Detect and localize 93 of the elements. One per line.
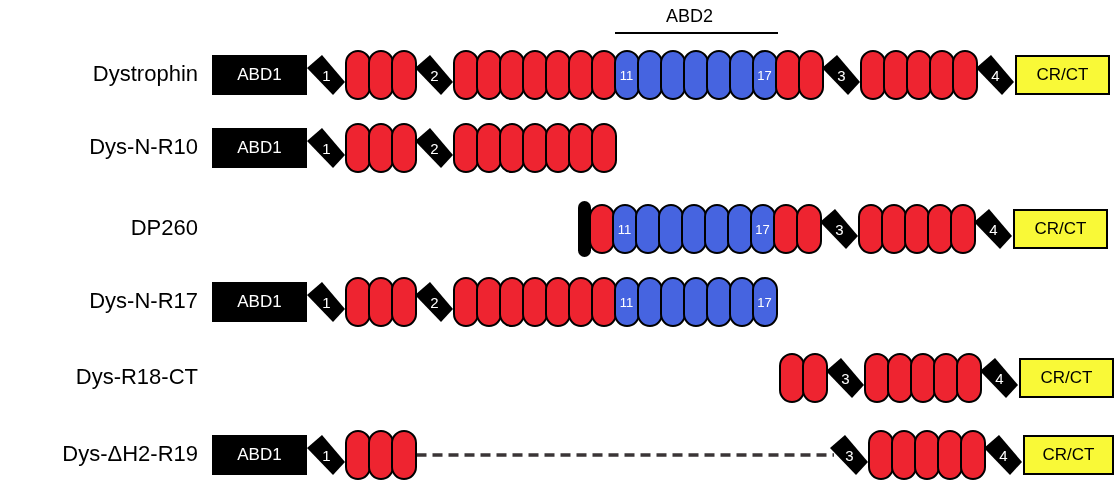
spectrin-repeat [703, 204, 730, 254]
spectrin-repeat [859, 50, 886, 100]
spectrin-repeat [905, 50, 932, 100]
spectrin-repeat [705, 50, 732, 100]
spectrin-repeat [390, 123, 417, 173]
spectrin-repeat [452, 277, 479, 327]
domain-box: CR/CT [1023, 435, 1114, 475]
spectrin-repeat [636, 50, 663, 100]
spectrin-repeat [882, 50, 909, 100]
region-label: ABD2 [666, 6, 714, 27]
spectrin-repeat [890, 430, 917, 480]
spectrin-repeat [913, 430, 940, 480]
spectrin-repeat [795, 204, 822, 254]
spectrin-repeat [498, 50, 525, 100]
terminal-cap [578, 201, 591, 257]
spectrin-repeat [932, 353, 959, 403]
spectrin-repeat [590, 50, 617, 100]
spectrin-repeat [590, 277, 617, 327]
spectrin-repeat [772, 204, 799, 254]
spectrin-repeat [475, 123, 502, 173]
spectrin-repeat [880, 204, 907, 254]
spectrin-repeat [367, 123, 394, 173]
spectrin-repeat [367, 50, 394, 100]
spectrin-repeat [682, 50, 709, 100]
spectrin-repeat [659, 50, 686, 100]
spectrin-repeat [521, 123, 548, 173]
spectrin-repeat [951, 50, 978, 100]
spectrin-repeat: 17 [751, 50, 778, 100]
spectrin-repeat [955, 353, 982, 403]
deletion-line [416, 453, 834, 457]
spectrin-repeat [867, 430, 894, 480]
domain-box: CR/CT [1015, 55, 1110, 95]
spectrin-repeat: 11 [613, 50, 640, 100]
spectrin-repeat [498, 277, 525, 327]
spectrin-repeat [344, 277, 371, 327]
spectrin-repeat [498, 123, 525, 173]
spectrin-repeat [928, 50, 955, 100]
spectrin-repeat [567, 50, 594, 100]
construct-name: Dys-ΔH2-R19 [62, 441, 198, 467]
spectrin-repeat [949, 204, 976, 254]
spectrin-repeat: 11 [611, 204, 638, 254]
construct-name: Dys-N-R17 [89, 288, 198, 314]
spectrin-repeat [801, 353, 828, 403]
domain-box: CR/CT [1019, 358, 1114, 398]
spectrin-repeat: 17 [751, 277, 778, 327]
spectrin-repeat [567, 123, 594, 173]
spectrin-repeat [521, 50, 548, 100]
spectrin-repeat [521, 277, 548, 327]
spectrin-repeat [475, 277, 502, 327]
spectrin-repeat: 17 [749, 204, 776, 254]
spectrin-repeat [857, 204, 884, 254]
spectrin-repeat [659, 277, 686, 327]
spectrin-repeat [682, 277, 709, 327]
construct-name: DP260 [130, 215, 198, 241]
spectrin-repeat [344, 50, 371, 100]
construct-name: Dys-R18-CT [75, 364, 198, 390]
domain-box: CR/CT [1013, 209, 1108, 249]
spectrin-repeat [367, 430, 394, 480]
spectrin-repeat [728, 277, 755, 327]
spectrin-repeat [590, 123, 617, 173]
spectrin-repeat [390, 277, 417, 327]
spectrin-repeat: 11 [613, 277, 640, 327]
construct-name: Dys-N-R10 [89, 134, 198, 160]
spectrin-repeat [634, 204, 661, 254]
spectrin-repeat [926, 204, 953, 254]
spectrin-repeat [959, 430, 986, 480]
spectrin-repeat [726, 204, 753, 254]
spectrin-repeat [936, 430, 963, 480]
spectrin-repeat [544, 123, 571, 173]
spectrin-repeat [475, 50, 502, 100]
spectrin-repeat [903, 204, 930, 254]
spectrin-repeat [567, 277, 594, 327]
spectrin-repeat [636, 277, 663, 327]
spectrin-repeat [344, 430, 371, 480]
spectrin-repeat [452, 123, 479, 173]
spectrin-repeat [778, 353, 805, 403]
spectrin-repeat [544, 277, 571, 327]
spectrin-repeat [544, 50, 571, 100]
spectrin-repeat [886, 353, 913, 403]
spectrin-repeat [909, 353, 936, 403]
spectrin-repeat [680, 204, 707, 254]
spectrin-repeat [797, 50, 824, 100]
spectrin-repeat [452, 50, 479, 100]
spectrin-repeat [367, 277, 394, 327]
spectrin-repeat [390, 430, 417, 480]
spectrin-repeat [390, 50, 417, 100]
spectrin-repeat [728, 50, 755, 100]
construct-name: Dystrophin [92, 61, 198, 87]
spectrin-repeat [863, 353, 890, 403]
spectrin-repeat [774, 50, 801, 100]
spectrin-repeat [705, 277, 732, 327]
spectrin-repeat [657, 204, 684, 254]
spectrin-repeat [344, 123, 371, 173]
